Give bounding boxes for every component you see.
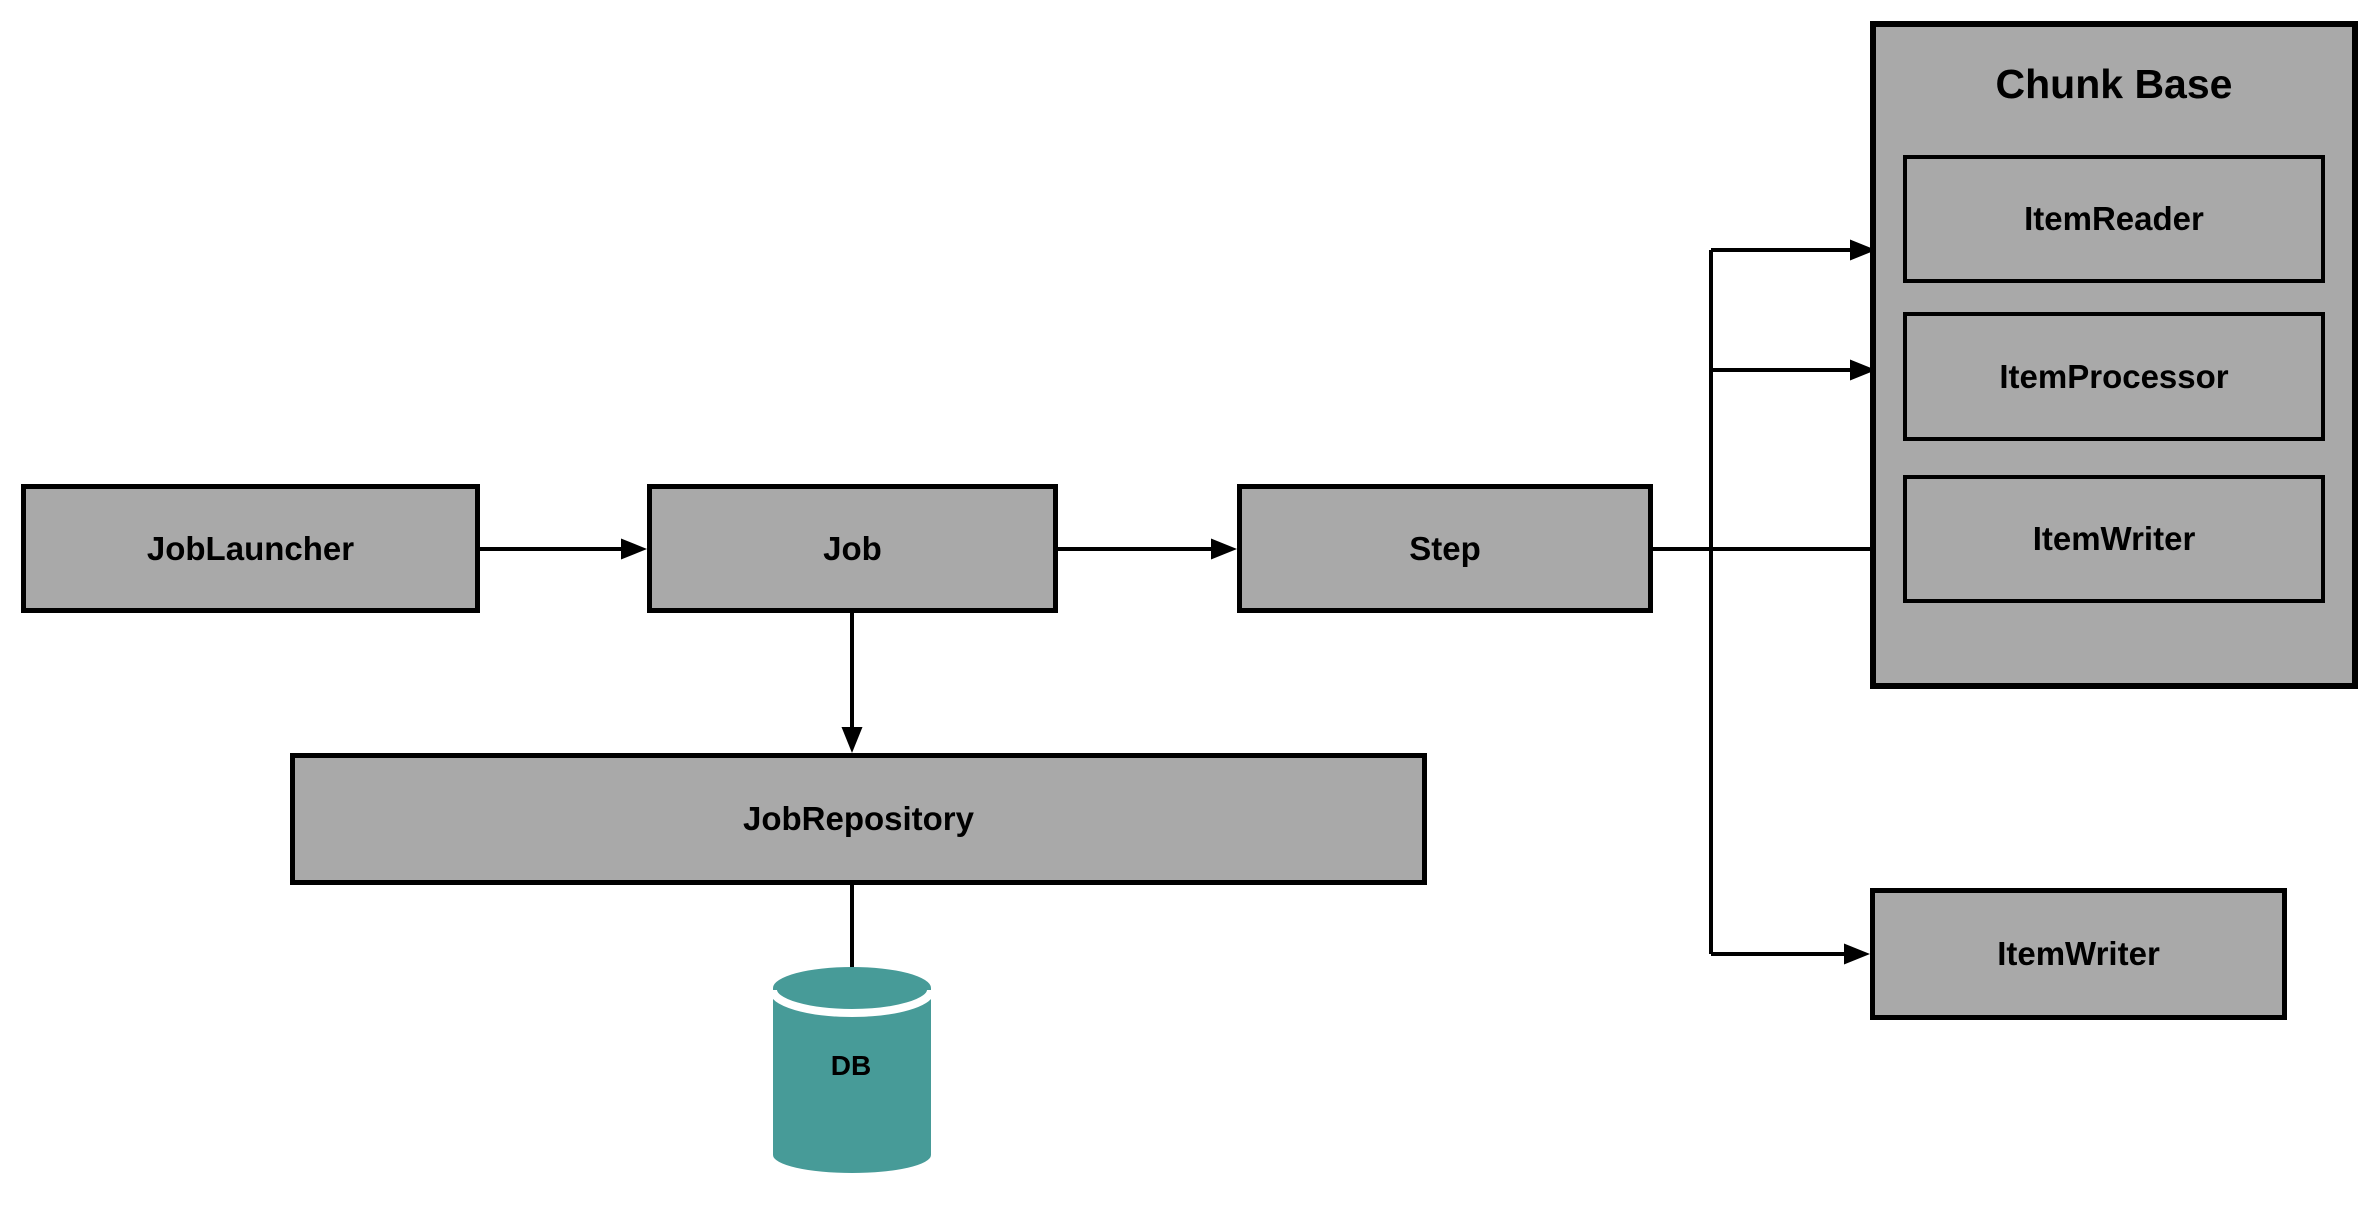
arrow-joblauncher-to-job bbox=[480, 538, 647, 560]
arrow-branch-to-itemreader bbox=[1711, 239, 1876, 261]
node-step: Step bbox=[1237, 484, 1653, 613]
jobrepository-label: JobRepository bbox=[742, 800, 975, 837]
node-joblauncher: JobLauncher bbox=[21, 484, 480, 613]
job-label: Job bbox=[823, 529, 882, 567]
node-itemprocessor: ItemProcessor bbox=[1903, 312, 2325, 441]
joblauncher-label: JobLauncher bbox=[146, 529, 355, 567]
db-cylinder-separator bbox=[769, 989, 934, 1017]
db-label: DB bbox=[830, 1050, 872, 1081]
itemwriter-chunk-label: ItemWriter bbox=[2032, 520, 2196, 557]
db-cylinder-icon bbox=[769, 967, 934, 1173]
arrow-step-to-chunk-itemwriter bbox=[1653, 538, 1896, 560]
itemreader-label: ItemReader bbox=[2024, 200, 2204, 237]
node-itemreader: ItemReader bbox=[1903, 155, 2325, 283]
itemwriter-standalone-label: ItemWriter bbox=[1997, 935, 2160, 972]
node-chunk-base: Chunk Base ItemReader ItemProcessor Item… bbox=[1870, 21, 2358, 689]
step-label: Step bbox=[1409, 529, 1481, 567]
arrow-branch-to-itemprocessor bbox=[1711, 359, 1876, 381]
node-job: Job bbox=[647, 484, 1058, 613]
itemprocessor-label: ItemProcessor bbox=[1999, 357, 2229, 395]
arrow-branch-to-itemwriter bbox=[1711, 943, 1870, 965]
db-cylinder-body bbox=[773, 967, 931, 1173]
node-itemwriter-standalone: ItemWriter bbox=[1870, 888, 2287, 1020]
arrow-job-to-step bbox=[1058, 538, 1237, 560]
node-itemwriter-chunk: ItemWriter bbox=[1903, 475, 2325, 603]
node-jobrepository: JobRepository bbox=[290, 753, 1427, 885]
chunk-base-title: Chunk Base bbox=[1995, 61, 2233, 107]
arrow-job-to-jobrepository bbox=[841, 613, 863, 753]
